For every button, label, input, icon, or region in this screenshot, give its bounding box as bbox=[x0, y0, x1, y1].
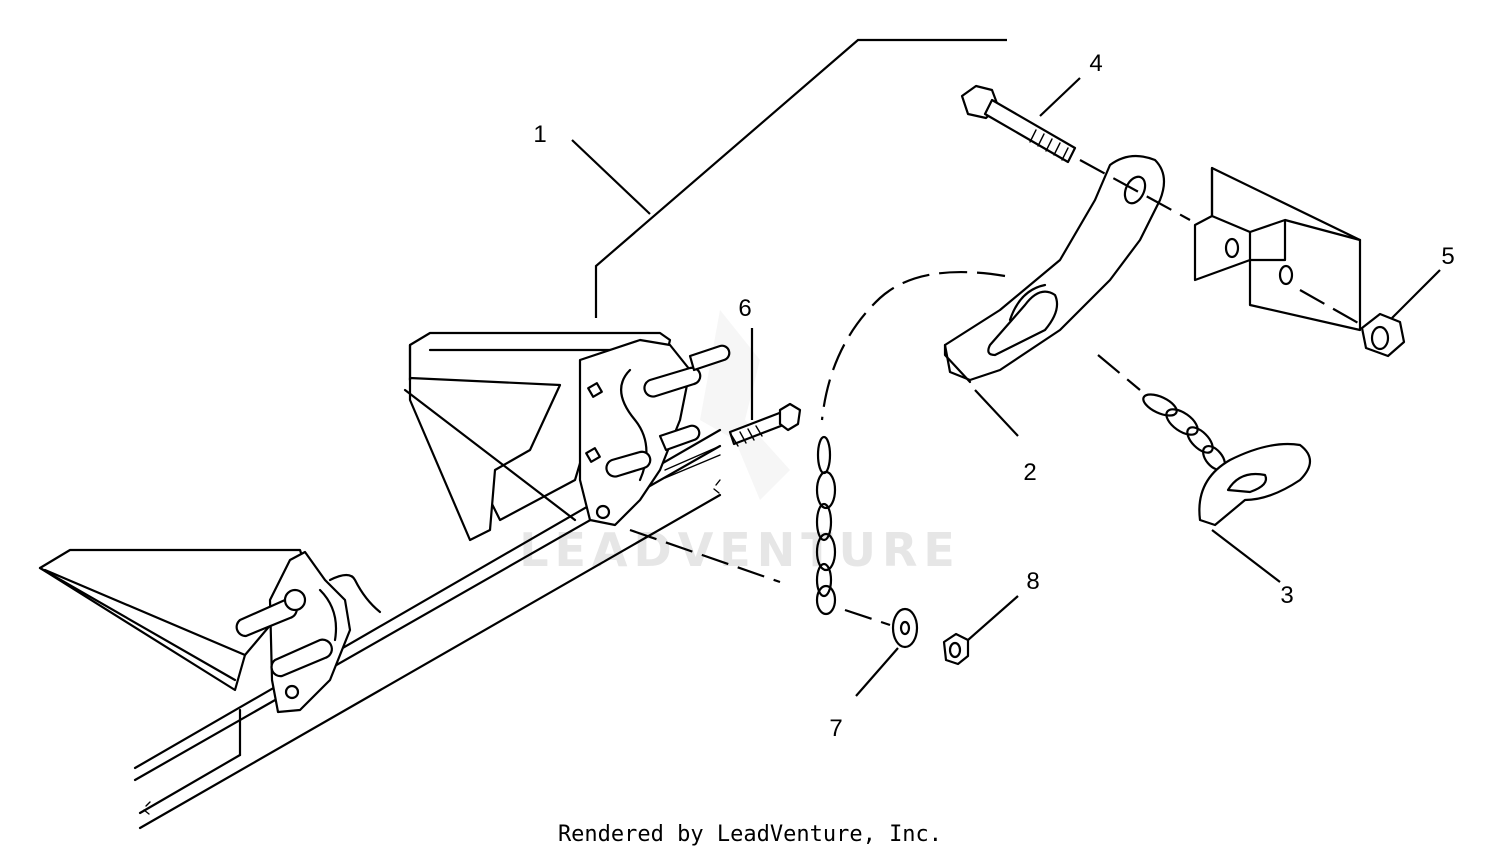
callout-1: 1 bbox=[533, 121, 546, 148]
callout-3: 3 bbox=[1280, 582, 1293, 609]
part-6-bolt bbox=[728, 402, 802, 447]
part-5-nut bbox=[1360, 312, 1406, 358]
callout-4: 4 bbox=[1089, 50, 1102, 77]
watermark-logo bbox=[700, 310, 790, 500]
leader-lines bbox=[571, 38, 1441, 697]
part-4-bolt bbox=[960, 84, 1077, 164]
callout-5: 5 bbox=[1441, 243, 1454, 270]
callout-7: 7 bbox=[829, 715, 842, 742]
footer-credit: Rendered by LeadVenture, Inc. bbox=[557, 822, 943, 847]
part-2-lift-arm bbox=[943, 154, 1166, 384]
callout-8: 8 bbox=[1026, 568, 1039, 595]
part-8-nut bbox=[942, 632, 970, 666]
callout-labels: 1 2 3 4 5 6 7 8 bbox=[533, 50, 1454, 742]
part-7-chain-and-washer bbox=[815, 435, 919, 649]
mount-block bbox=[1193, 166, 1362, 332]
part-3-chain-plate bbox=[1142, 393, 1312, 527]
callout-6: 6 bbox=[738, 295, 751, 322]
mower-deck-frame bbox=[38, 331, 731, 830]
callout-2: 2 bbox=[1023, 459, 1036, 486]
